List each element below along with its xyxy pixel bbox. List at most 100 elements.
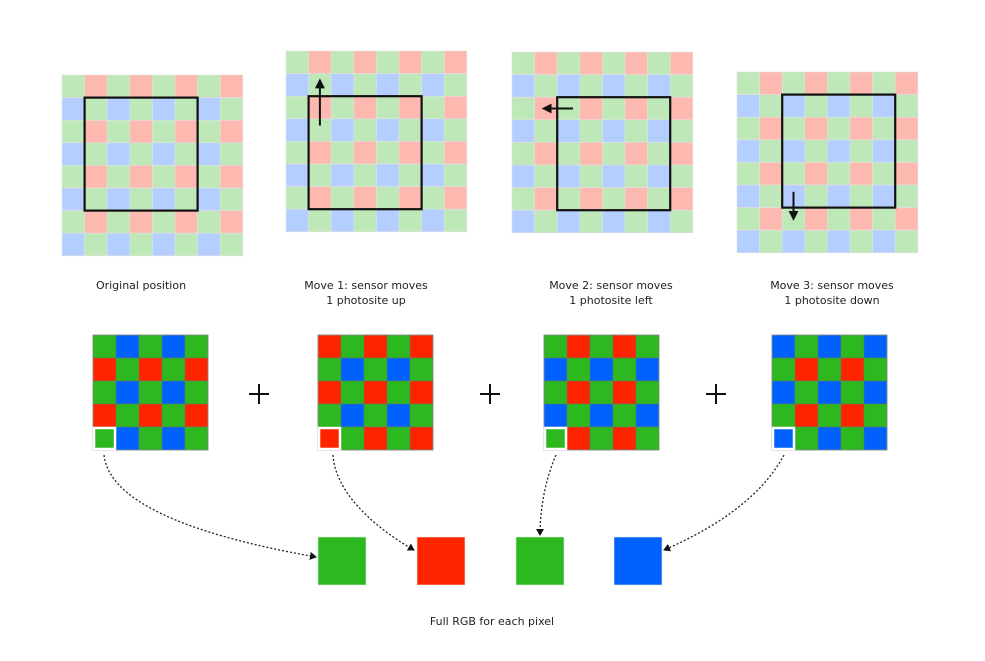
sensor-panels xyxy=(61,50,919,257)
photosite-blue xyxy=(736,94,760,118)
sample-green xyxy=(138,426,163,451)
photosite-green xyxy=(647,187,671,211)
photosite-red xyxy=(308,141,332,165)
sample-green xyxy=(635,334,660,359)
highlighted-green-sample xyxy=(543,426,568,451)
connectors xyxy=(103,454,785,560)
photosite-blue xyxy=(647,164,671,188)
photosite-red xyxy=(804,71,828,95)
photosite-green xyxy=(330,95,355,120)
sample-green xyxy=(589,426,614,451)
caption-move-1: Move 1: sensor moves 1 photosite up xyxy=(256,278,476,308)
photosite-blue xyxy=(421,73,445,97)
photosite-green xyxy=(330,50,355,74)
photosite-blue xyxy=(285,208,309,233)
sampled-grid-0 xyxy=(92,334,209,451)
photosite-blue xyxy=(61,187,85,211)
photosite-blue xyxy=(421,208,445,233)
photosite-red xyxy=(579,187,603,211)
sample-green xyxy=(794,380,819,405)
sample-blue xyxy=(161,380,186,405)
photosite-green xyxy=(353,163,377,187)
photosite-blue xyxy=(647,209,671,234)
caption-line-2: 1 photosite up xyxy=(326,294,406,307)
photosite-green xyxy=(872,162,896,186)
sample-red xyxy=(409,334,434,359)
photosite-red xyxy=(534,142,558,166)
photosite-green xyxy=(556,187,581,211)
photosite-green xyxy=(421,50,445,74)
photosite-green xyxy=(827,207,851,231)
photosite-green xyxy=(669,164,694,188)
photosite-blue xyxy=(602,209,626,234)
sample-green xyxy=(115,403,140,428)
sample-green xyxy=(317,357,342,382)
sample-green xyxy=(863,403,888,428)
photosite-red xyxy=(624,142,648,166)
result-pixel-green xyxy=(317,536,367,586)
grid-outline xyxy=(771,334,888,451)
photosite-blue xyxy=(197,97,221,121)
sample-red xyxy=(317,380,342,405)
photosite-green xyxy=(579,74,603,98)
sample-green xyxy=(138,380,163,405)
sample-red xyxy=(794,357,819,382)
sample-green xyxy=(184,426,209,451)
grid-outline xyxy=(317,334,434,451)
photosite-blue xyxy=(872,184,896,208)
photosite-red xyxy=(219,210,244,234)
photosite-red xyxy=(129,165,153,189)
photosite-green xyxy=(669,74,694,98)
sample-green xyxy=(635,426,660,451)
photosite-green xyxy=(624,164,648,188)
pixel-window-box xyxy=(83,96,199,212)
photosite-red xyxy=(759,162,783,186)
photosite-red xyxy=(353,95,377,120)
photosite-blue xyxy=(330,118,355,142)
photosite-green xyxy=(894,229,919,254)
photosite-blue xyxy=(61,232,85,257)
photosite-green xyxy=(308,208,332,233)
photosite-green xyxy=(174,142,198,166)
photosite-blue xyxy=(602,164,626,188)
photosite-red xyxy=(84,210,108,234)
sample-blue xyxy=(115,380,140,405)
sampled-grid-2 xyxy=(543,334,660,451)
photosite-red xyxy=(84,119,108,144)
sample-blue xyxy=(386,403,411,428)
photosite-green xyxy=(624,209,648,234)
sample-red xyxy=(138,357,163,382)
grid-outline xyxy=(92,334,209,451)
photosite-red xyxy=(129,74,153,98)
photosite-green xyxy=(736,162,760,186)
pixel-window-box xyxy=(556,96,672,212)
sample-green xyxy=(589,334,614,359)
photosite-green xyxy=(602,142,626,166)
photosite-blue xyxy=(827,184,851,208)
photosite-red xyxy=(398,186,422,210)
sample-red xyxy=(566,380,591,405)
photosite-green xyxy=(781,71,806,95)
sample-blue xyxy=(635,403,660,428)
photosite-red xyxy=(219,165,244,189)
photosite-red xyxy=(759,71,783,95)
photosite-green xyxy=(759,139,783,163)
photosite-green xyxy=(534,164,558,188)
sample-red xyxy=(138,403,163,428)
photosite-red xyxy=(353,141,377,165)
photosite-green xyxy=(804,184,828,208)
photosite-red xyxy=(219,74,244,98)
photosite-green xyxy=(736,116,760,141)
photosite-red xyxy=(219,119,244,144)
photosite-blue xyxy=(330,208,355,233)
photosite-green xyxy=(804,139,828,163)
photosite-green xyxy=(219,142,244,166)
sample-red xyxy=(840,357,865,382)
photosite-green xyxy=(61,165,85,189)
photosite-blue xyxy=(152,232,176,257)
photosite-red xyxy=(443,186,468,210)
sample-green xyxy=(138,334,163,359)
photosite-green xyxy=(285,95,309,120)
sample-blue xyxy=(543,357,568,382)
